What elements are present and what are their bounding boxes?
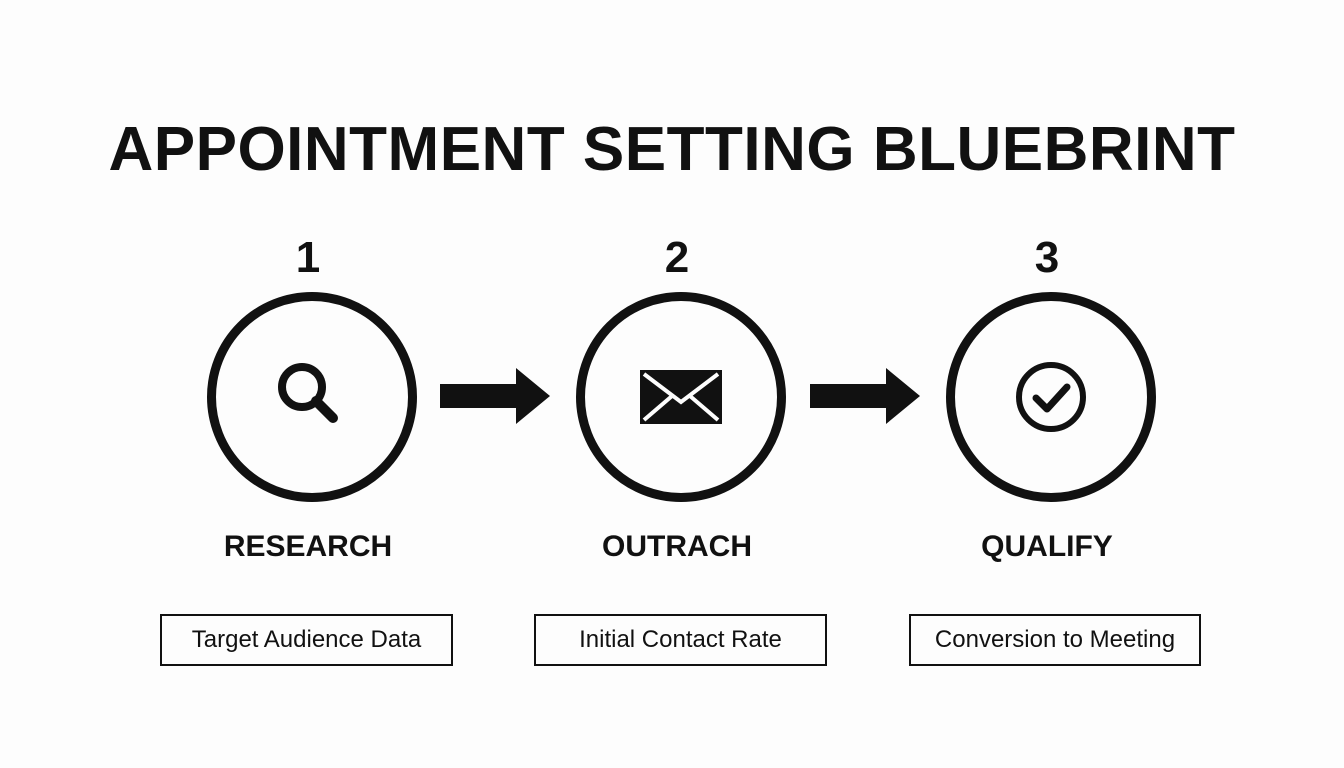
- step-circle: [946, 292, 1156, 502]
- step-metric-outreach: Initial Contact Rate: [534, 614, 827, 666]
- arrow-right-icon: [440, 368, 550, 424]
- diagram-title: APPOINTMENT SETTING BLUEBRINT: [108, 115, 1236, 184]
- step-outreach: 2 OUTRACH: [517, 0, 837, 768]
- step-number: 1: [295, 233, 321, 282]
- step-label: QUALIFY: [981, 530, 1113, 563]
- step-metric-qualify: Conversion to Meeting: [909, 614, 1201, 666]
- step-metric-research: Target Audience Data: [160, 614, 453, 666]
- step-number: 3: [1034, 233, 1060, 282]
- step-label: OUTRACH: [602, 530, 752, 563]
- arrow-right-icon: [810, 368, 920, 424]
- step-qualify: 3 QUALIFY: [887, 0, 1207, 768]
- step-research: 1 RESEARCH: [148, 0, 468, 768]
- magnifying-glass-icon: [278, 363, 338, 423]
- step-circle: [576, 292, 786, 502]
- envelope-icon: [640, 370, 722, 424]
- step-label: RESEARCH: [223, 530, 393, 563]
- step-number: 2: [664, 233, 690, 282]
- check-circle-icon: [1016, 362, 1086, 432]
- step-circle: [207, 292, 417, 502]
